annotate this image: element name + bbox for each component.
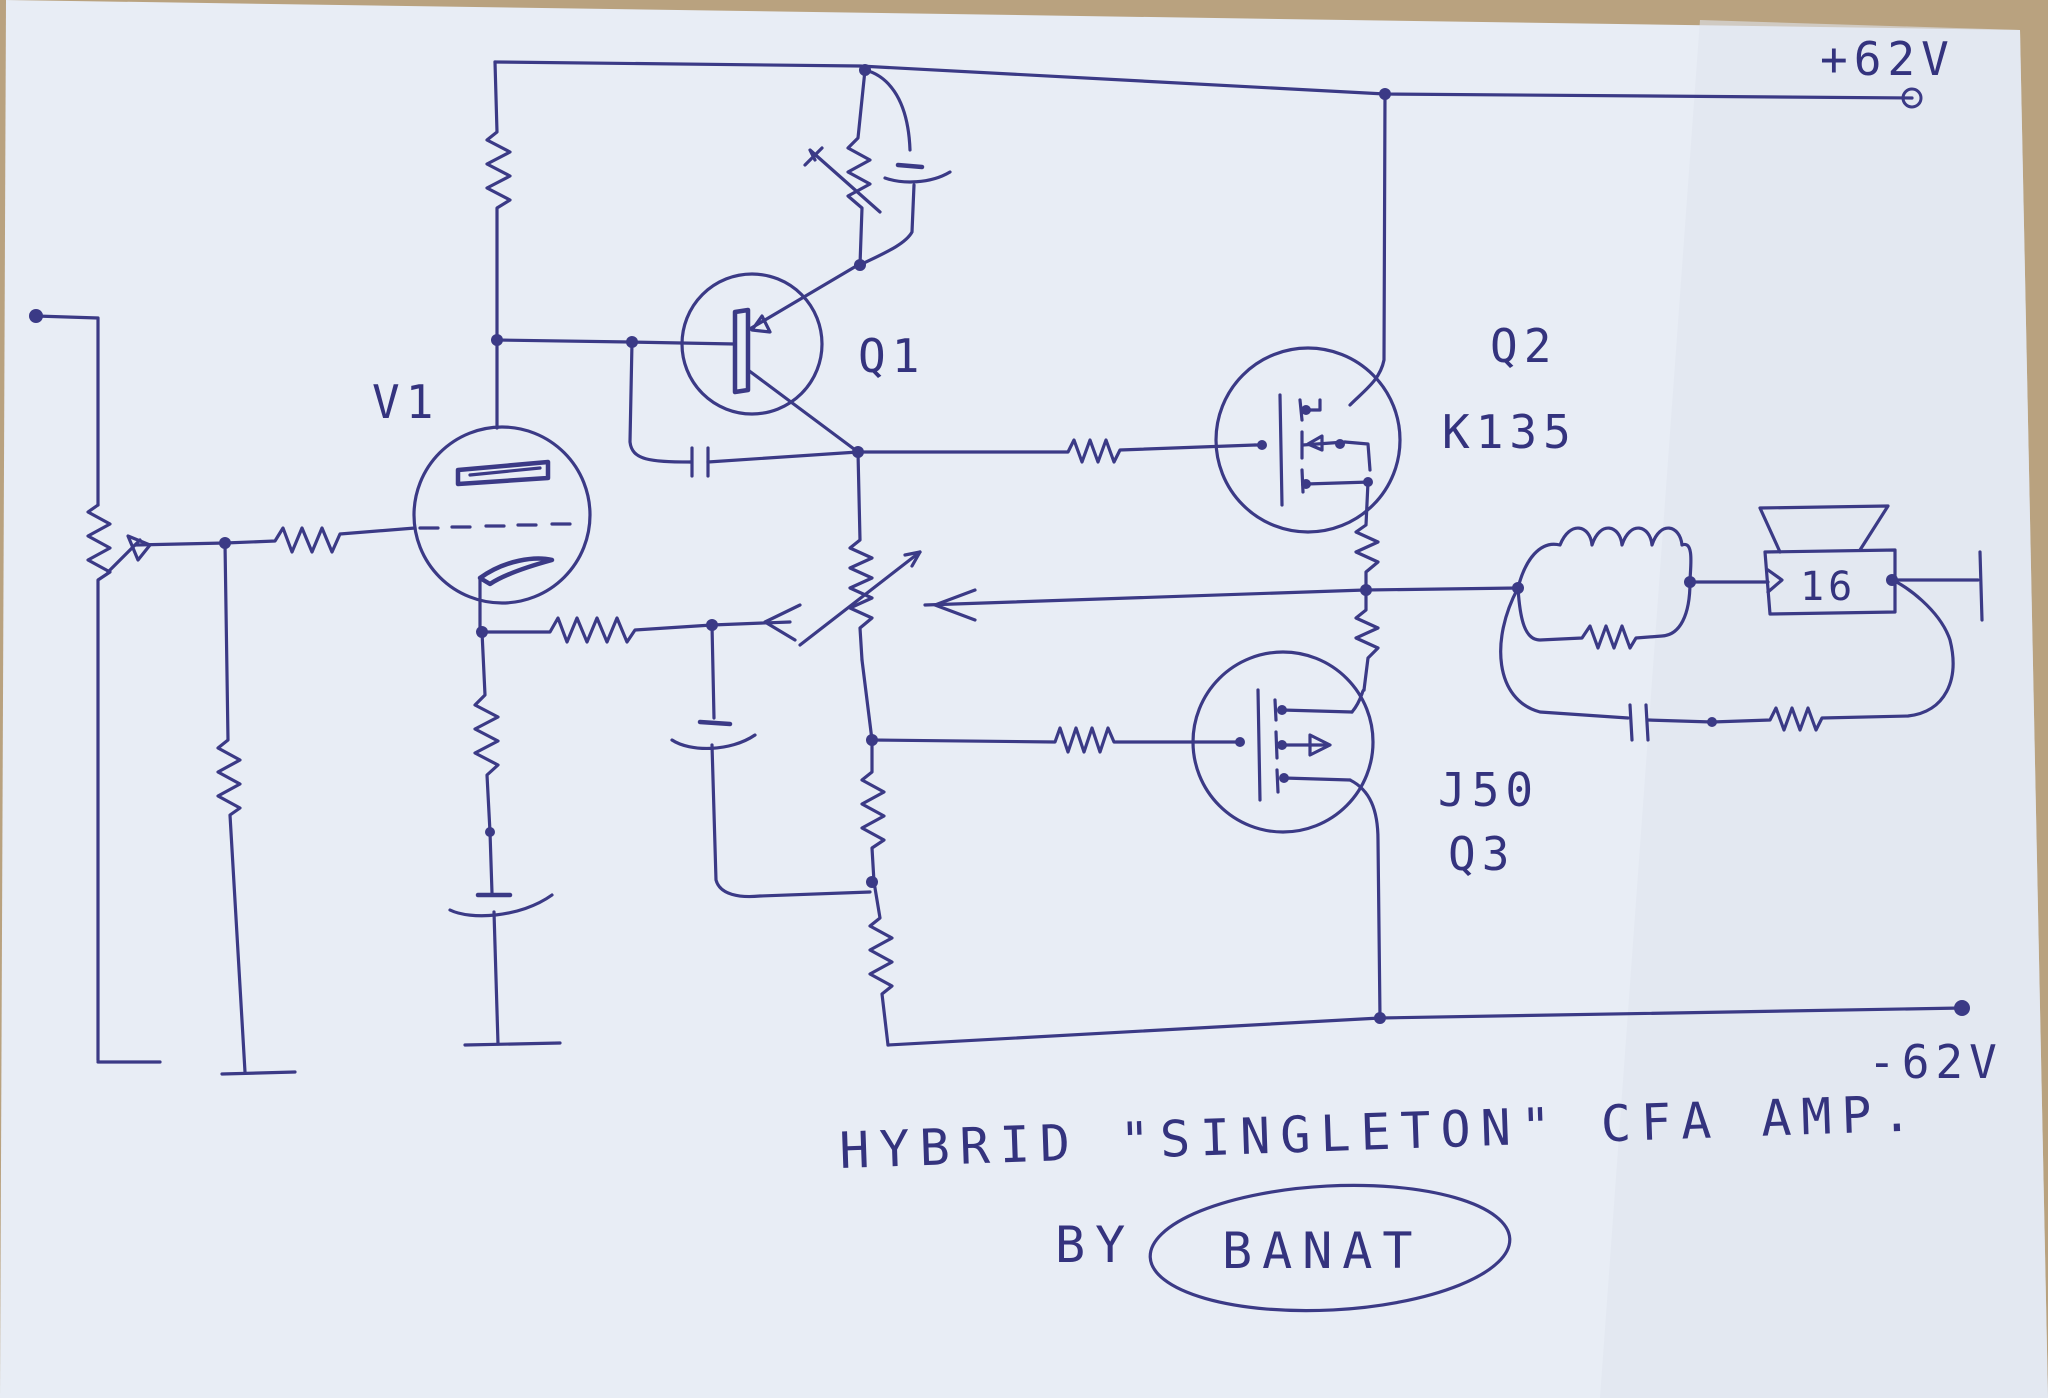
q3-label: Q3 xyxy=(1448,827,1515,881)
lower-bias-resistors xyxy=(860,738,894,1047)
cathode-resistor xyxy=(473,626,500,895)
negative-supply-label: -62V xyxy=(1868,1035,2003,1089)
cathode-capacitor xyxy=(448,892,562,1047)
q2-part-label: K135 xyxy=(1442,405,1577,459)
author-label: BANAT xyxy=(1222,1222,1423,1280)
input-potentiometer xyxy=(86,503,227,1062)
feedback-arrow-line xyxy=(923,588,1367,622)
q3-mosfet xyxy=(1191,650,1382,1020)
author-ellipse xyxy=(1148,1183,1512,1313)
q1-bypass-capacitor xyxy=(628,340,864,478)
inductor-damping-resistor xyxy=(1516,580,1692,650)
grid-stopper-resistor xyxy=(223,526,417,554)
q1-transistor xyxy=(495,263,860,454)
by-label: BY xyxy=(1055,1216,1135,1274)
zobel-network xyxy=(1499,578,1955,742)
speaker-impedance-label: 16 xyxy=(1800,564,1856,610)
feedback-resistor xyxy=(480,603,802,720)
speaker xyxy=(1688,504,1984,622)
q3-part-label: J50 xyxy=(1438,763,1539,817)
q3-gate-resistor xyxy=(870,726,1242,754)
paper-shade xyxy=(1600,20,2048,1398)
v1-label: V1 xyxy=(372,375,439,429)
bias-potentiometer xyxy=(798,450,922,746)
feedback-capacitor xyxy=(670,719,872,899)
positive-supply-label: +62V xyxy=(1820,32,1955,86)
q1-emitter-network xyxy=(803,64,952,271)
q3-source-resistor xyxy=(1354,588,1380,692)
v1-triode xyxy=(412,425,592,634)
q1-label: Q1 xyxy=(858,329,925,383)
input-terminal xyxy=(29,309,100,507)
q2-label: Q2 xyxy=(1490,319,1557,373)
q2-mosfet xyxy=(1214,92,1402,534)
q2-gate-resistor xyxy=(856,438,1257,464)
